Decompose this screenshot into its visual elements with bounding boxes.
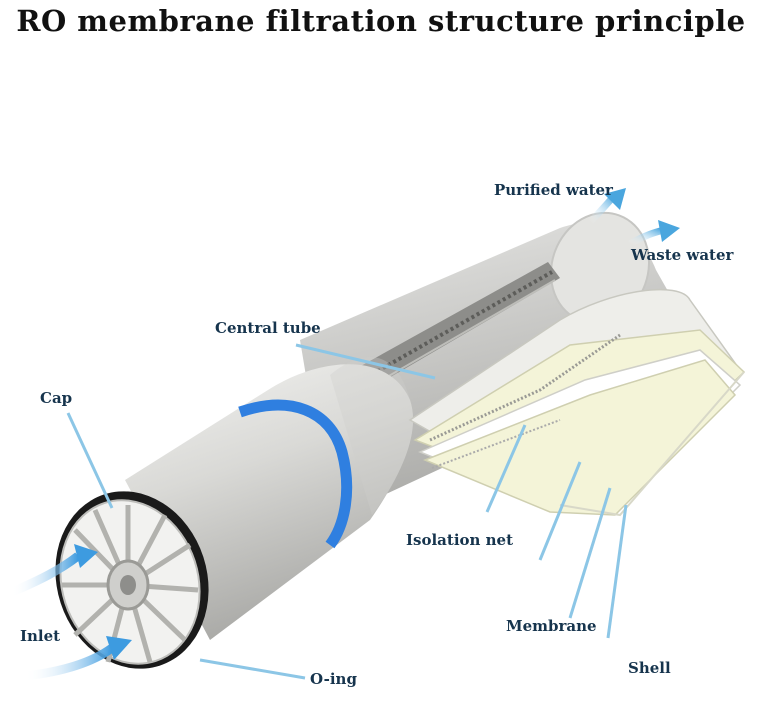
leader-lines <box>66 343 628 680</box>
inlet-arrowhead-top <box>74 544 98 568</box>
membrane-layers <box>408 288 746 517</box>
leader-isolation-net-1 <box>485 424 527 513</box>
leader-membrane-2 <box>606 504 628 639</box>
label-inlet: Inlet <box>20 627 61 645</box>
label-shell: Shell <box>628 659 671 677</box>
leader-isolation-net-2 <box>538 461 582 561</box>
label-central-tube: Central tube <box>215 319 321 337</box>
label-cap: Cap <box>40 389 73 407</box>
label-o-ring: O-ing <box>310 670 357 688</box>
leader-membrane-1 <box>568 487 612 619</box>
end-cap <box>55 491 209 669</box>
label-isolation-net: Isolation net <box>406 531 514 549</box>
waste-water-arrowhead <box>658 220 680 242</box>
inlet-arrowhead-bottom <box>106 636 132 660</box>
diagram-title: RO membrane filtration structure princip… <box>16 4 746 38</box>
blue-band <box>238 399 353 549</box>
label-membrane: Membrane <box>506 617 597 635</box>
flow-arrows <box>10 188 680 681</box>
inlet-arrow-bottom <box>24 644 115 681</box>
inlet-arrow-top <box>10 552 81 597</box>
label-purified-water: Purified water <box>494 181 613 199</box>
leader-o-ring <box>199 658 306 680</box>
leader-cap <box>66 412 114 509</box>
purified-water-arrowhead <box>604 188 626 210</box>
leader-central-tube <box>295 343 436 380</box>
label-waste-water: Waste water <box>631 246 734 264</box>
